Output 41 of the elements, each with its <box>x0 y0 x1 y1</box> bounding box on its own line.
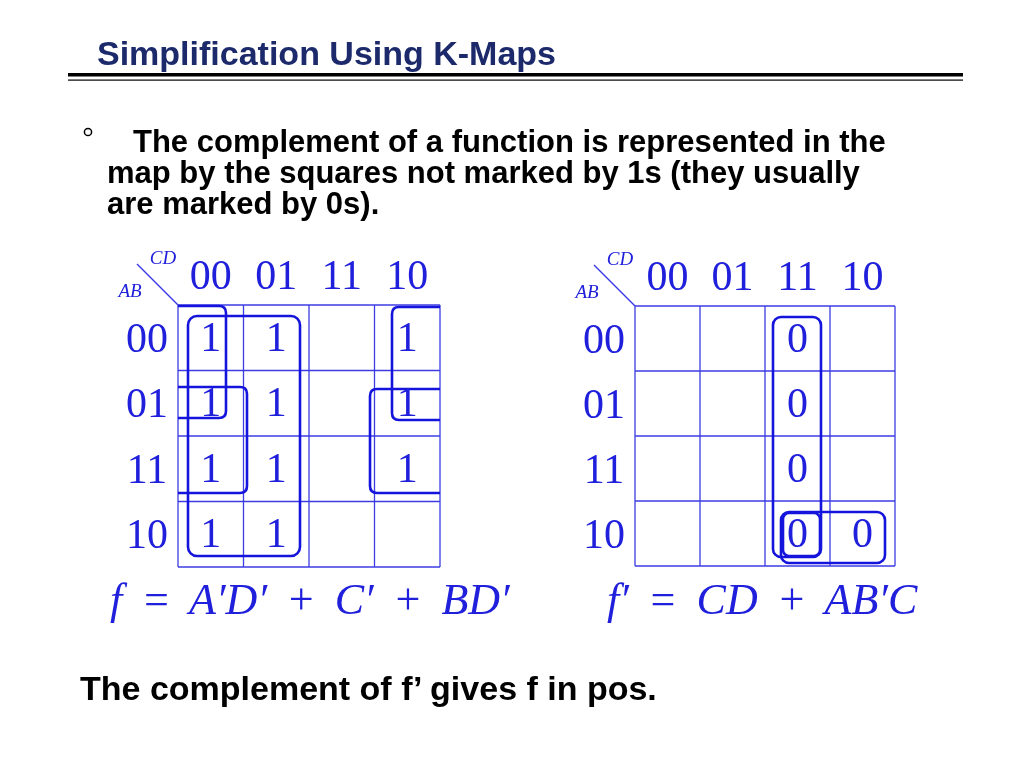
bullet-text: The complement of a function is represented in the map by the squares not marked by 1s (they usually are marked by 0s). <box>107 126 887 219</box>
row-header: 01 <box>583 382 625 425</box>
cell-value: 1 <box>200 517 222 552</box>
row-header: 10 <box>126 513 168 556</box>
row-header: 10 <box>583 512 625 555</box>
column-header: 10 <box>841 255 884 297</box>
row-header: 11 <box>126 447 168 490</box>
cell-value: 1 <box>265 320 287 355</box>
column-header: 11 <box>321 254 362 296</box>
column-header: 01 <box>711 255 754 297</box>
cell-value: 1 <box>200 451 222 486</box>
cell-value: 1 <box>200 386 222 421</box>
column-header: 00 <box>646 255 689 297</box>
variable-label: AB <box>575 281 599 301</box>
cell-value: 1 <box>396 451 418 486</box>
cell-value: 0 <box>787 321 808 356</box>
column-header: 11 <box>777 255 818 297</box>
body-text: The complement of f’ gives f in pos. <box>80 670 657 708</box>
boolean-expression: f′ = CD + AB′C <box>607 578 918 622</box>
cell-value: 0 <box>852 516 873 551</box>
cell-value: 1 <box>396 320 418 355</box>
cell-value: 0 <box>787 386 808 421</box>
column-header: 10 <box>386 254 429 296</box>
row-header: 11 <box>583 447 625 490</box>
column-header: 00 <box>189 254 232 296</box>
variable-label: CD <box>149 247 177 267</box>
cell-value: 0 <box>787 516 808 551</box>
boolean-expression: f = A′D′ + C′ + BD′ <box>110 578 510 622</box>
cell-value: 1 <box>265 386 287 421</box>
variable-label: AB <box>118 280 142 300</box>
cell-value: 1 <box>265 451 287 486</box>
column-header: 01 <box>255 254 298 296</box>
cell-value: 1 <box>396 386 418 421</box>
slide-title: Simplification Using K-Maps <box>97 35 557 73</box>
cell-value: 1 <box>200 320 222 355</box>
row-header: 00 <box>126 316 168 359</box>
row-header: 00 <box>583 317 625 360</box>
cell-value: 0 <box>787 451 808 486</box>
row-header: 01 <box>126 382 168 425</box>
cell-value: 1 <box>265 517 287 552</box>
variable-label: CD <box>606 248 634 268</box>
